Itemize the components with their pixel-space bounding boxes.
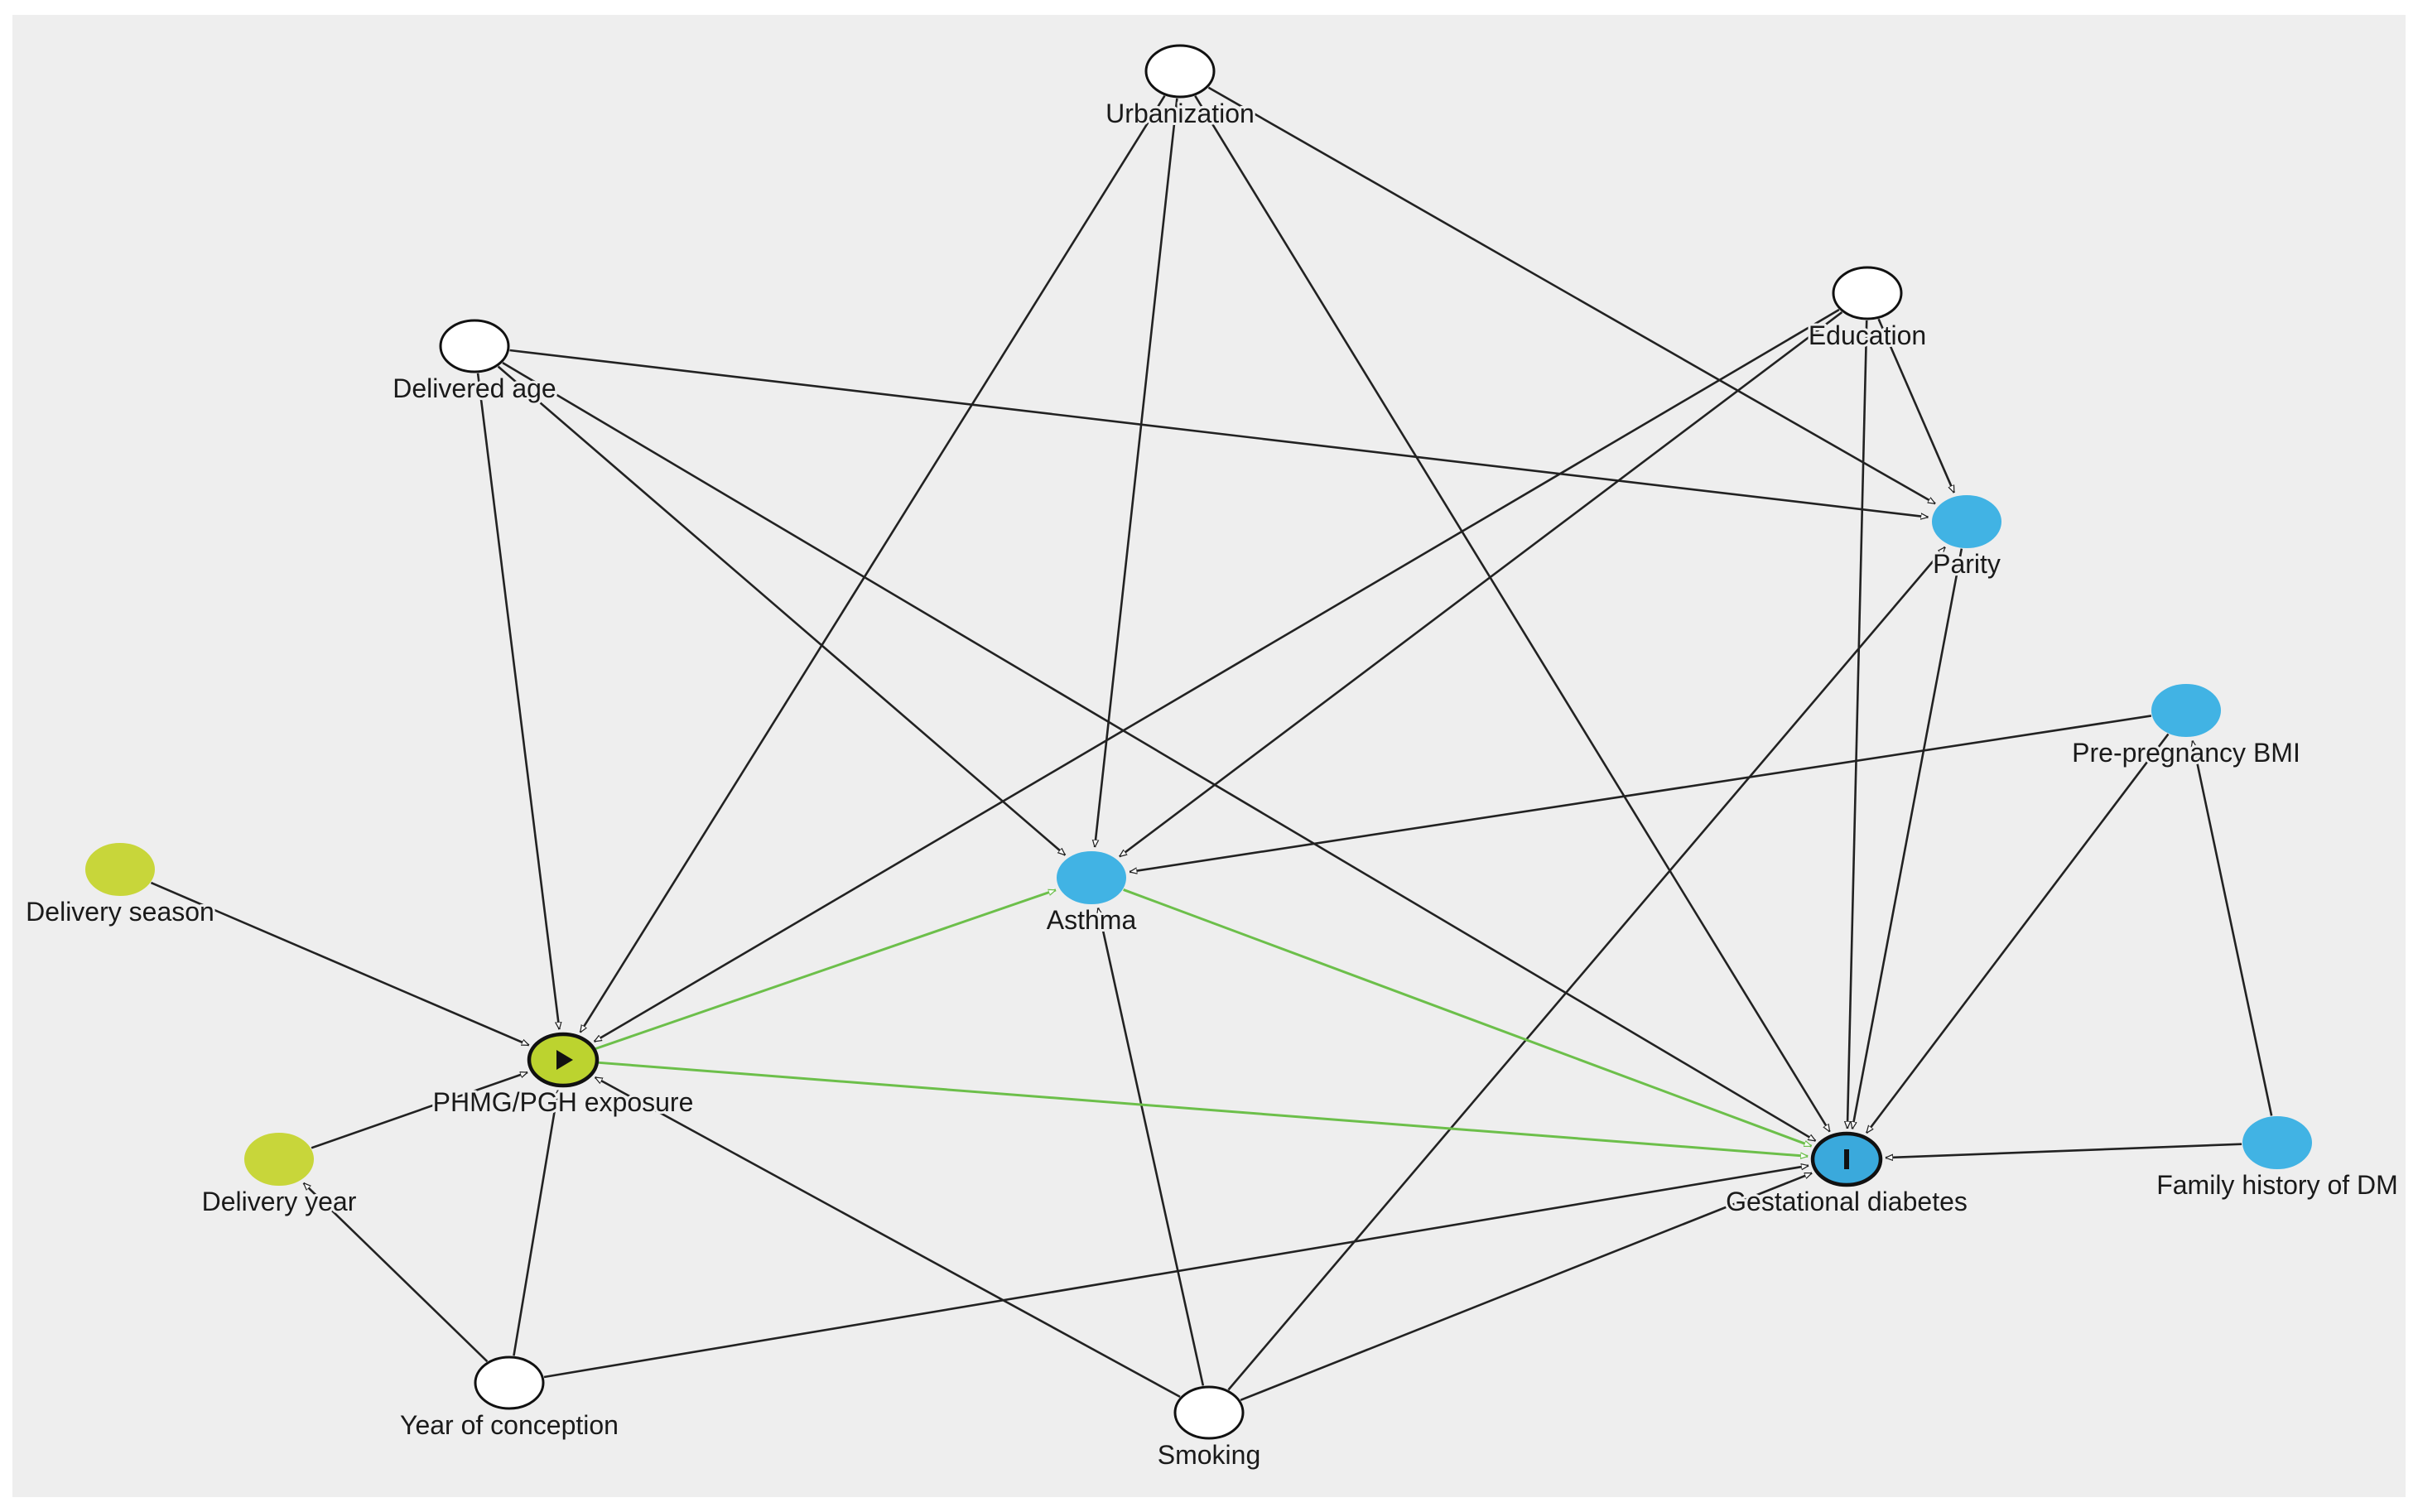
- node-label-delivery-year: Delivery year: [202, 1187, 357, 1216]
- edge-delivery_season-to-exposure[interactable]: [150, 881, 528, 1047]
- node-smoking[interactable]: [1173, 1385, 1245, 1440]
- node-asthma[interactable]: [1057, 851, 1126, 904]
- edge-delivered_age-to-parity[interactable]: [509, 349, 1928, 518]
- edge-smoking-to-exposure[interactable]: [595, 1076, 1181, 1399]
- node-shape[interactable]: [2242, 1116, 2312, 1169]
- bar-icon: [1844, 1149, 1849, 1169]
- edge-pre_bmi-to-asthma[interactable]: [1130, 715, 2152, 872]
- node-parity[interactable]: [1932, 495, 2001, 548]
- edge-delivered_age-to-exposure[interactable]: [476, 373, 559, 1029]
- edge-urbanization-to-asthma[interactable]: [1095, 98, 1178, 847]
- edge-education-to-exposure[interactable]: [593, 308, 1840, 1043]
- node-delivered-age[interactable]: [439, 319, 510, 373]
- node-label-family-dm: Family history of DM: [2156, 1170, 2398, 1200]
- edge-parity-to-gdm[interactable]: [1852, 548, 1963, 1129]
- node-exposure[interactable]: [527, 1032, 600, 1088]
- node-label-exposure: PHMG/PGH exposure: [433, 1087, 694, 1117]
- node-label-pre-bmi: Pre-pregnancy BMI: [2072, 738, 2300, 768]
- node-gdm[interactable]: [1810, 1131, 1883, 1187]
- edge-education-to-parity[interactable]: [1877, 318, 1955, 493]
- node-year-conception[interactable]: [474, 1356, 545, 1410]
- edge-delivered_age-to-gdm[interactable]: [502, 362, 1817, 1142]
- edge-year_conception-to-exposure[interactable]: [513, 1091, 557, 1356]
- node-label-education: Education: [1809, 320, 1926, 350]
- node-label-gdm: Gestational diabetes: [1726, 1187, 1968, 1216]
- node-shape[interactable]: [2151, 684, 2221, 737]
- edge-exposure-to-gdm[interactable]: [598, 1061, 1808, 1156]
- edge-education-to-gdm[interactable]: [1847, 320, 1868, 1129]
- edge-urbanization-to-gdm[interactable]: [1194, 95, 1831, 1133]
- play-icon: [556, 1050, 573, 1070]
- edge-delivered_age-to-asthma[interactable]: [497, 365, 1067, 856]
- node-shape[interactable]: [439, 319, 510, 373]
- edge-smoking-to-asthma[interactable]: [1098, 908, 1205, 1386]
- node-label-parity: Parity: [1933, 549, 2001, 579]
- node-label-year-conception: Year of conception: [400, 1410, 619, 1440]
- node-label-delivery-season: Delivery season: [26, 897, 214, 927]
- edges-layer: [150, 86, 2273, 1402]
- nodes-layer: [85, 44, 2312, 1440]
- node-shape[interactable]: [1832, 266, 1903, 320]
- node-label-asthma: Asthma: [1047, 905, 1137, 935]
- node-shape[interactable]: [1144, 44, 1216, 99]
- node-delivery-season[interactable]: [85, 843, 155, 896]
- edge-asthma-to-gdm[interactable]: [1123, 888, 1812, 1148]
- edge-smoking-to-parity[interactable]: [1227, 546, 1946, 1391]
- node-delivery-year[interactable]: [244, 1133, 314, 1186]
- edge-family_dm-to-pre_bmi[interactable]: [2193, 740, 2273, 1116]
- node-label-smoking: Smoking: [1158, 1440, 1261, 1470]
- node-shape[interactable]: [244, 1133, 314, 1186]
- node-label-urbanization: Urbanization: [1105, 99, 1255, 128]
- edge-pre_bmi-to-gdm[interactable]: [1865, 733, 2170, 1134]
- edge-education-to-asthma[interactable]: [1119, 311, 1843, 858]
- node-label-delivered-age: Delivered age: [393, 373, 556, 403]
- edge-urbanization-to-exposure[interactable]: [579, 95, 1166, 1033]
- node-shape[interactable]: [1173, 1385, 1245, 1440]
- edge-delivery_year-to-exposure[interactable]: [311, 1071, 527, 1149]
- edge-year_conception-to-delivery_year[interactable]: [302, 1182, 489, 1363]
- edge-family_dm-to-gdm[interactable]: [1886, 1143, 2242, 1158]
- edge-exposure-to-asthma[interactable]: [595, 888, 1056, 1050]
- node-shape[interactable]: [1932, 495, 2001, 548]
- node-shape[interactable]: [1057, 851, 1126, 904]
- edge-year_conception-to-gdm[interactable]: [543, 1166, 1809, 1379]
- node-pre-bmi[interactable]: [2151, 684, 2221, 737]
- edge-smoking-to-gdm[interactable]: [1240, 1172, 1812, 1402]
- node-shape[interactable]: [85, 843, 155, 896]
- edge-urbanization-to-parity[interactable]: [1207, 86, 1936, 505]
- node-education[interactable]: [1832, 266, 1903, 320]
- node-family-dm[interactable]: [2242, 1116, 2312, 1169]
- node-shape[interactable]: [474, 1356, 545, 1410]
- node-urbanization[interactable]: [1144, 44, 1216, 99]
